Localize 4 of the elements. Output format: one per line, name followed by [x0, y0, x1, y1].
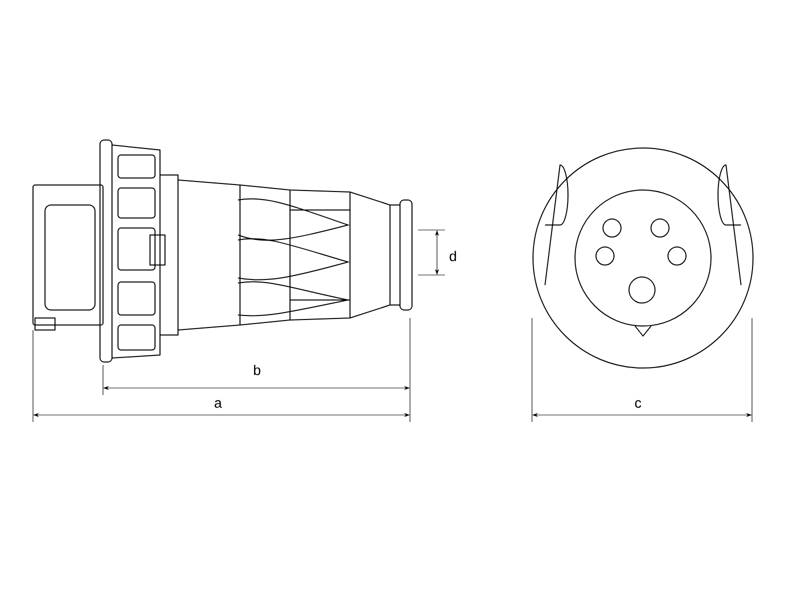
- dimension-label: c: [635, 400, 642, 408]
- dimension-label: b: [254, 364, 260, 376]
- dimension-label: a: [214, 400, 222, 408]
- dimension-label: d: [450, 250, 456, 262]
